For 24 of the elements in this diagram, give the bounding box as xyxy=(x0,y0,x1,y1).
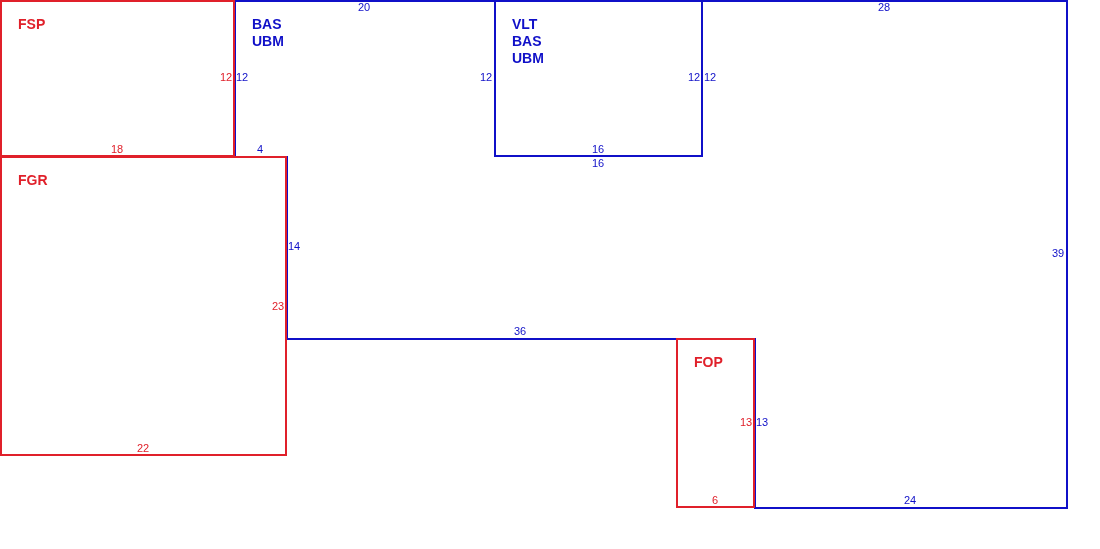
dimension-label: 18 xyxy=(110,143,124,155)
room-box xyxy=(676,338,755,508)
dimension-label: 23 xyxy=(271,300,285,312)
room-box xyxy=(0,156,287,456)
room-name: FGR xyxy=(18,172,49,189)
dimension-label: 24 xyxy=(903,494,917,506)
dimension-label: 22 xyxy=(136,442,150,454)
dimension-label: 28 xyxy=(877,1,891,13)
room-box xyxy=(494,0,703,157)
room-name: VLT BAS UBM xyxy=(512,16,545,67)
dimension-label: 6 xyxy=(711,494,719,506)
dimension-label: 12 xyxy=(687,71,701,83)
dimension-label: 20 xyxy=(357,1,371,13)
dimension-label: 39 xyxy=(1051,247,1065,259)
room-name: FSP xyxy=(18,16,47,33)
dimension-label: 13 xyxy=(739,416,753,428)
room-name: FOP xyxy=(694,354,724,371)
dimension-label: 36 xyxy=(513,325,527,337)
dimension-label: 16 xyxy=(591,143,605,155)
room-name: BAS UBM xyxy=(252,16,285,50)
room-area xyxy=(234,0,1068,509)
room-box xyxy=(0,0,235,157)
dimension-label: 4 xyxy=(256,143,264,155)
dimension-label: 12 xyxy=(219,71,233,83)
